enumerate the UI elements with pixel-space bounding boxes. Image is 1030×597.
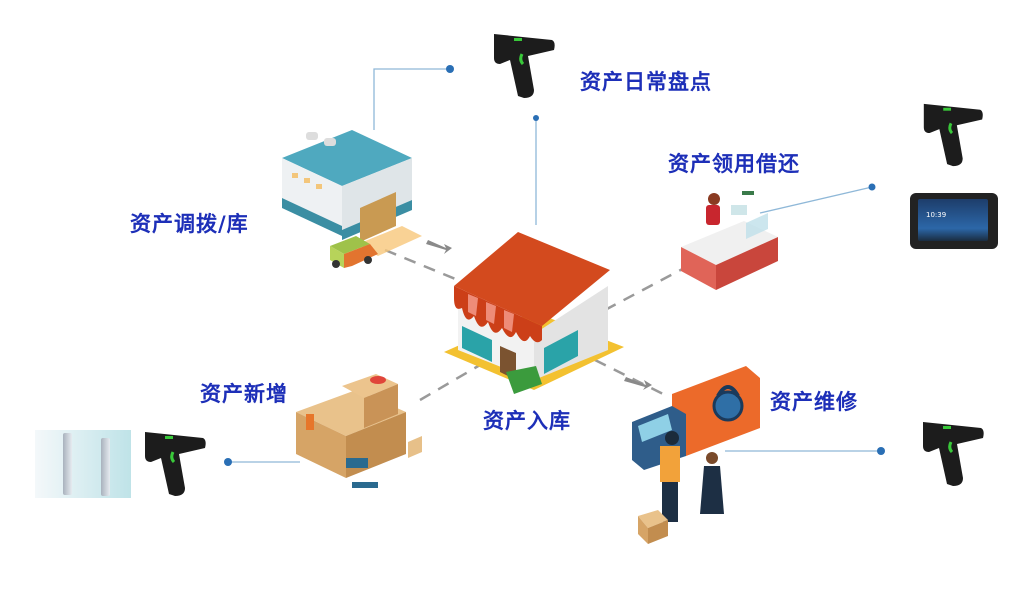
label-repair: 资产维修 bbox=[770, 390, 858, 414]
boxes-workers-illustration bbox=[296, 374, 422, 488]
rfid-handheld-reader-icon bbox=[494, 34, 555, 98]
label-inventory: 资产日常盘点 bbox=[580, 70, 712, 94]
rfid-handheld-reader-icon bbox=[145, 432, 206, 496]
rfid-handheld-reader-icon bbox=[923, 422, 984, 486]
tablet-device: 10:39 bbox=[910, 193, 998, 249]
gate-antenna bbox=[63, 433, 72, 495]
connector-dot bbox=[446, 65, 454, 73]
connector-dot bbox=[868, 183, 876, 191]
connector-dot bbox=[877, 447, 885, 455]
service-counter-illustration bbox=[681, 191, 778, 290]
store-icon bbox=[444, 232, 624, 394]
delivery-truck-illustration bbox=[632, 366, 760, 544]
tablet-screen: 10:39 bbox=[918, 199, 988, 241]
label-transfer: 资产调拨/库 bbox=[130, 212, 249, 236]
label-center: 资产入库 bbox=[483, 409, 571, 433]
warehouse-illustration bbox=[282, 130, 422, 268]
tablet-time: 10:39 bbox=[926, 211, 947, 219]
connector-dot bbox=[224, 458, 232, 466]
rfid-handheld-reader-icon bbox=[923, 103, 983, 167]
rfid-gate-antennas bbox=[35, 430, 131, 498]
label-borrow: 资产领用借还 bbox=[668, 152, 800, 176]
gate-antenna bbox=[101, 438, 110, 496]
flow-arrows bbox=[426, 240, 652, 390]
connector-dot bbox=[533, 115, 539, 121]
label-add: 资产新增 bbox=[200, 382, 288, 406]
